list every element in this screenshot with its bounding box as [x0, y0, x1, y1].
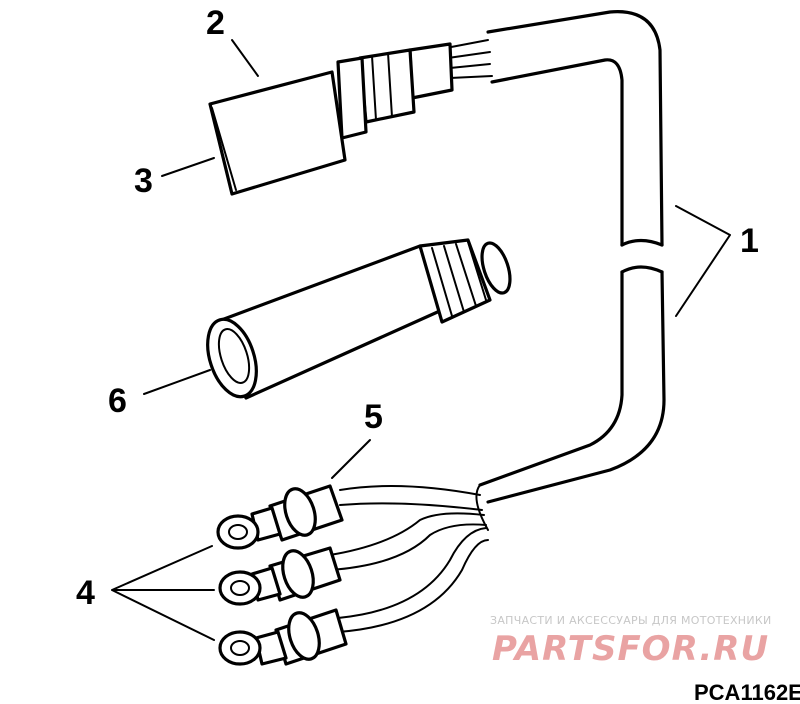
- cable-harness: [475, 10, 666, 531]
- callout-6: 6: [108, 382, 127, 420]
- watermark-tagline: ЗАПЧАСТИ И АКСЕССУАРЫ ДЛЯ МОТОТЕХНИКИ: [490, 614, 772, 627]
- callout-4: 4: [76, 574, 95, 612]
- figure-code: PCA1162E: [694, 680, 800, 704]
- watermark-brand: PARTSFOR.RU: [492, 629, 769, 669]
- connector-assembly: [208, 39, 493, 196]
- callout-1: 1: [740, 222, 759, 260]
- callout-2: 2: [206, 4, 225, 42]
- callout-5: 5: [364, 398, 383, 436]
- ring-terminal-bottom: [218, 608, 348, 666]
- callout-3: 3: [134, 162, 153, 200]
- ring-terminal-top: [216, 484, 344, 550]
- protective-sleeve: [206, 238, 512, 400]
- terminal-wires: [329, 485, 489, 633]
- connector-body: [208, 70, 347, 196]
- leader-lines: [111, 39, 731, 641]
- ring-terminal-middle: [218, 546, 342, 606]
